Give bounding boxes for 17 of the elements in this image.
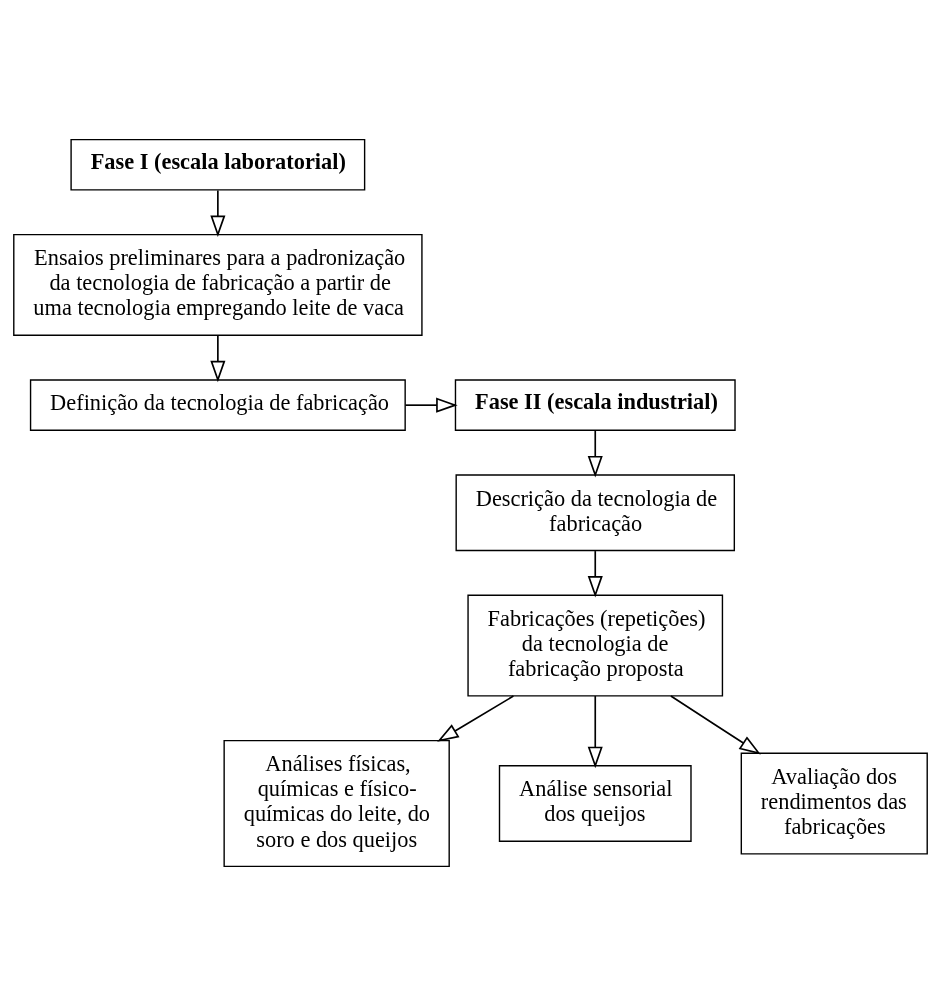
- node-box: Análises físicas, químicas e físico-químicas do leite, do soro e dos queijos: [223, 739, 450, 868]
- node-box: Avaliação dos rendimentos das fabricações: [740, 752, 928, 855]
- arrow: [404, 397, 458, 413]
- arrow: [670, 695, 761, 755]
- arrow: [587, 695, 603, 769]
- arrow: [587, 550, 603, 598]
- node-box: Ensaios preliminares para a padronização da tecnologia de fabricação a partir de uma tecnologia empregando leite de vaca: [13, 233, 423, 336]
- node-box: Fase I (escala laboratorial): [70, 138, 366, 191]
- arrow: [587, 429, 603, 478]
- node-box: Definição da tecnologia de fabricação: [29, 379, 406, 431]
- arrow: [210, 189, 226, 238]
- arrow: [437, 695, 515, 742]
- node-box: Fabricações (repetições) da tecnologia de fabricação proposta: [467, 594, 724, 697]
- node-box: Descrição da tecnologia de fabricação: [455, 474, 736, 552]
- arrow: [210, 334, 226, 383]
- node-box: Fase II (escala industrial): [454, 379, 736, 431]
- node-box: Análise sensorial dos queijos: [498, 765, 692, 842]
